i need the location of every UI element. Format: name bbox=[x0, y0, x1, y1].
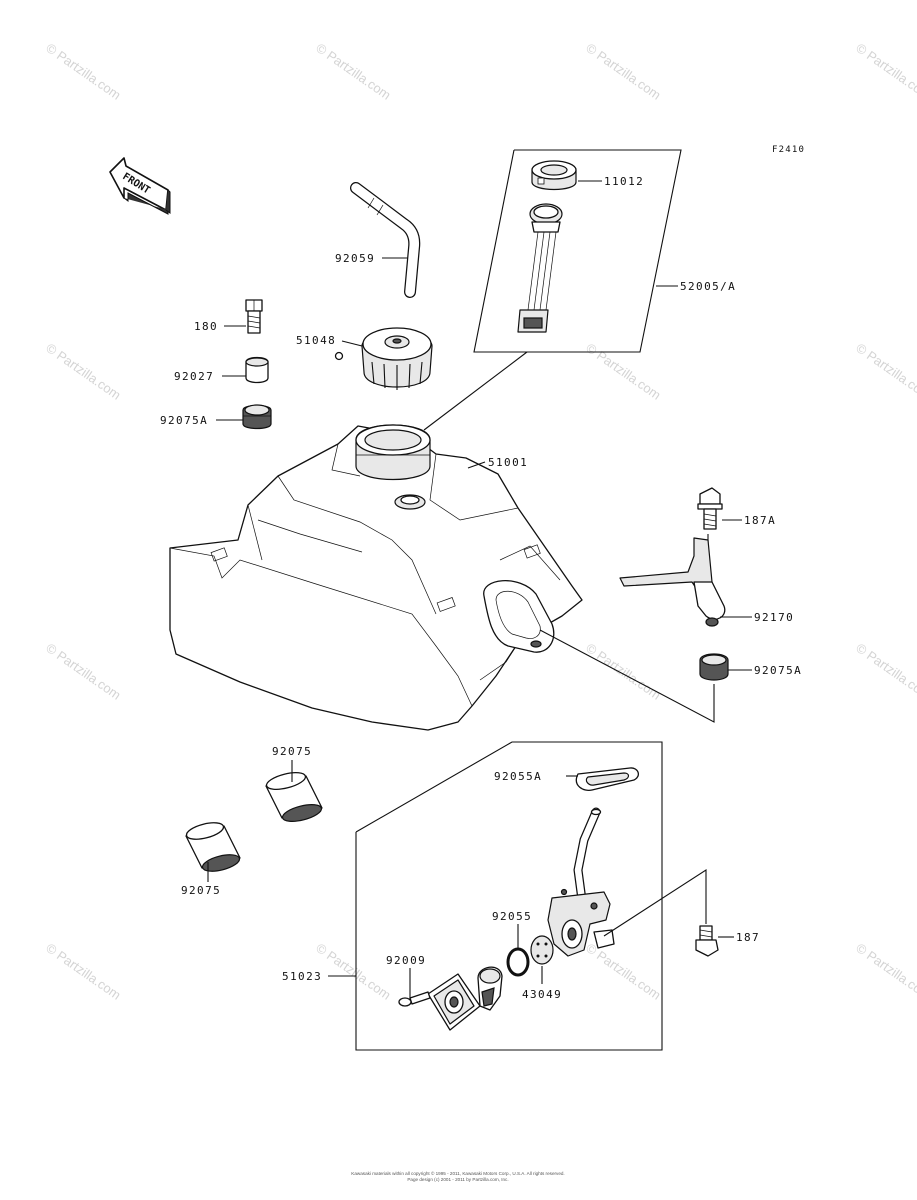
label-180: 180 bbox=[194, 320, 218, 333]
part-92059-hose bbox=[350, 182, 421, 298]
part-92075-collar-upper bbox=[265, 772, 323, 822]
part-51048-fuel-cap bbox=[361, 327, 433, 390]
part-92170-bracket bbox=[619, 537, 726, 627]
watermark: © Partzilla.com bbox=[43, 40, 123, 103]
label-92027: 92027 bbox=[174, 370, 214, 383]
diagram-code: F2410 bbox=[772, 145, 805, 155]
label-51023: 51023 bbox=[282, 970, 322, 983]
leader-line bbox=[603, 868, 707, 937]
part-180-bolt bbox=[245, 299, 263, 334]
part-92075a-grommet-left bbox=[242, 404, 272, 430]
part-92027-collar bbox=[245, 356, 269, 384]
part-92075-collar-lower bbox=[185, 822, 241, 872]
label-92075-lower: 92075 bbox=[181, 884, 221, 897]
part-valve-lever bbox=[477, 966, 503, 1011]
label-92170: 92170 bbox=[754, 611, 794, 624]
leader-line bbox=[539, 629, 715, 723]
watermark: © Partzilla.com bbox=[853, 940, 917, 1003]
part-92055-o-ring bbox=[506, 947, 530, 977]
watermark: © Partzilla.com bbox=[583, 640, 663, 703]
leader-lines bbox=[207, 180, 752, 998]
part-92009-screw bbox=[398, 991, 431, 1007]
label-92075a-right: 92075A bbox=[754, 664, 802, 677]
watermark: © Partzilla.com bbox=[313, 40, 393, 103]
watermark: © Partzilla.com bbox=[853, 640, 917, 703]
watermark: © Partzilla.com bbox=[43, 340, 123, 403]
part-11012-ring bbox=[531, 160, 577, 191]
fuel-valve-bracket bbox=[355, 741, 663, 1051]
small-washer bbox=[334, 351, 344, 361]
label-92055a: 92055A bbox=[494, 770, 542, 783]
watermark: © Partzilla.com bbox=[583, 340, 663, 403]
label-187a: 187A bbox=[744, 514, 776, 527]
watermark: © Partzilla.com bbox=[853, 40, 917, 103]
label-92075a-left: 92075A bbox=[160, 414, 208, 427]
label-92059: 92059 bbox=[335, 252, 375, 265]
watermark: © Partzilla.com bbox=[43, 640, 123, 703]
footer: Kawasaki materials within all copyright … bbox=[351, 1170, 564, 1182]
label-92055: 92055 bbox=[492, 910, 532, 923]
watermark: © Partzilla.com bbox=[583, 940, 663, 1003]
label-51001: 51001 bbox=[488, 456, 528, 469]
label-92009: 92009 bbox=[386, 954, 426, 967]
part-51001-fuel-tank bbox=[169, 424, 583, 731]
part-fuel-valve bbox=[547, 807, 615, 957]
leader-line bbox=[423, 351, 528, 431]
part-valve-cover-plate bbox=[427, 973, 481, 1031]
label-43049: 43049 bbox=[522, 988, 562, 1001]
label-51048: 51048 bbox=[296, 334, 336, 347]
watermark: © Partzilla.com bbox=[853, 340, 917, 403]
label-52005a: 52005/A bbox=[680, 280, 736, 293]
footer-copyright: Kawasaki materials within all copyright … bbox=[351, 1170, 564, 1176]
part-52005a-fuel-gauge bbox=[517, 203, 563, 333]
watermark: © Partzilla.com bbox=[583, 40, 663, 103]
watermark: © Partzilla.com bbox=[313, 940, 393, 1003]
label-11012: 11012 bbox=[604, 175, 644, 188]
watermark: © Partzilla.com bbox=[43, 940, 123, 1003]
part-187a-bolt bbox=[697, 487, 723, 530]
label-187: 187 bbox=[736, 931, 760, 944]
part-92075a-grommet-right bbox=[699, 653, 729, 681]
footer-page-design: Page design (c) 2001 - 2011 by Partzilla… bbox=[407, 1177, 508, 1182]
front-arrow-icon: FRONT bbox=[109, 157, 171, 215]
part-43049-diaphragm bbox=[530, 935, 554, 965]
fuel-gauge-bracket bbox=[473, 149, 682, 353]
part-labels: 11012 52005/A 92059 180 51048 92027 9207… bbox=[160, 175, 802, 1001]
part-92055a-gasket bbox=[575, 767, 639, 792]
label-92075-upper: 92075 bbox=[272, 745, 312, 758]
part-187-bolt bbox=[695, 925, 719, 957]
